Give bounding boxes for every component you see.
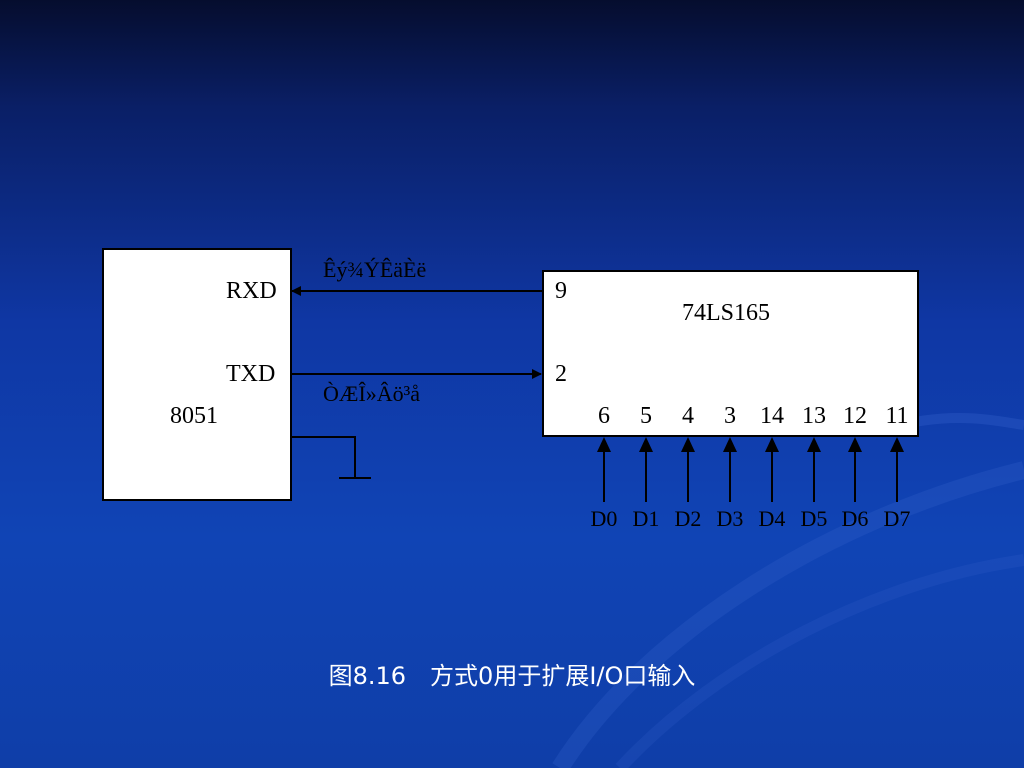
data-pin-number: 14 <box>760 403 784 429</box>
txd-pin-label: TXD <box>226 361 276 387</box>
data-input-arrowhead <box>681 437 695 452</box>
mcu-name: 8051 <box>170 403 218 429</box>
data-input-arrowhead <box>848 437 862 452</box>
data-input-arrowhead <box>890 437 904 452</box>
background-swoosh <box>552 461 1024 768</box>
data-input-arrowhead <box>597 437 611 452</box>
data-pin-number: 3 <box>724 403 736 429</box>
txd-wire-label: ÒÆÎ»Âö³å <box>323 381 421 406</box>
data-pin-number: 12 <box>843 403 867 429</box>
serial-in-pin: 9 <box>555 278 567 304</box>
data-pin-number: 11 <box>885 403 909 429</box>
rxd-wire-label: Êý¾ÝÊäÈë <box>323 257 427 282</box>
data-input-arrowhead <box>765 437 779 452</box>
data-input-arrowhead <box>723 437 737 452</box>
data-input-label: D2 <box>674 506 702 531</box>
data-pin-number: 4 <box>682 403 694 429</box>
data-input-label: D0 <box>590 506 618 531</box>
data-pin-number: 13 <box>802 403 826 429</box>
data-pin-number: 5 <box>640 403 652 429</box>
data-input-label: D1 <box>632 506 660 531</box>
data-input-arrowhead <box>807 437 821 452</box>
rxd-pin-label: RXD <box>226 278 277 304</box>
data-input-arrowhead <box>639 437 653 452</box>
data-input-label: D6 <box>841 506 869 531</box>
data-input-label: D3 <box>716 506 744 531</box>
background-swoosh <box>615 554 1024 768</box>
data-input-label: D5 <box>800 506 828 531</box>
data-input-label: D4 <box>758 506 786 531</box>
mcu-8051-box <box>102 248 292 501</box>
shift-register-box <box>542 270 919 437</box>
data-pin-number: 6 <box>598 403 610 429</box>
figure-caption: 图8.16 方式0用于扩展I/O口输入 <box>328 662 696 690</box>
data-input-label: D7 <box>883 506 911 531</box>
clock-pin: 2 <box>555 361 567 387</box>
ground-wire <box>291 436 356 478</box>
shift-register-name: 74LS165 <box>682 300 771 326</box>
